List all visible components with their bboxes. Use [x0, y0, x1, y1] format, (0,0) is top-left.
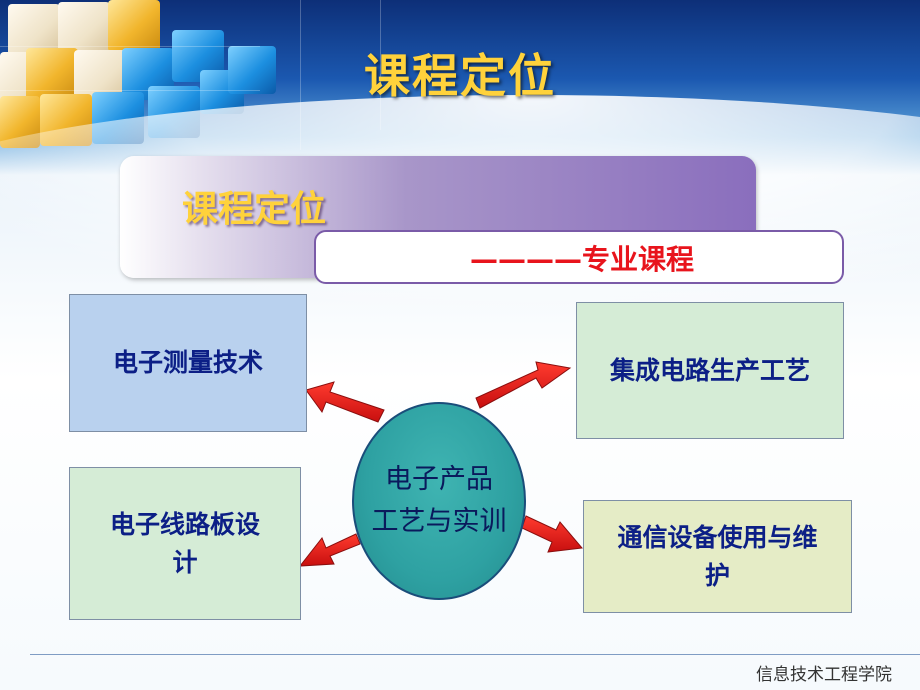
node-measurement-label: 电子测量技术: [112, 348, 263, 378]
arrow-to-ic-process: [475, 361, 572, 409]
footer-institution: 信息技术工程学院: [756, 665, 892, 685]
node-pcb-design: 电子线路板设 计: [69, 467, 301, 620]
node-ic-process: 集成电路生产工艺: [576, 302, 844, 439]
arrow-to-pcb-design: [298, 533, 361, 567]
slide-title: 课程定位: [364, 49, 556, 103]
node-ic-process-label: 集成电路生产工艺: [609, 355, 810, 385]
footer-rule: [30, 654, 920, 655]
subtitle-box: [314, 230, 844, 284]
arrow-to-comm-equipment: [521, 515, 583, 553]
node-comm-equipment: 通信设备使用与维 护: [583, 500, 852, 613]
band-subtitle: ————专业课程: [470, 243, 695, 276]
band-title: 课程定位: [182, 189, 327, 230]
center-node-label: 电子产品 工艺与实训: [371, 464, 507, 537]
node-measurement: 电子测量技术: [69, 294, 307, 432]
center-node: 电子产品 工艺与实训: [352, 402, 526, 600]
node-comm-equipment-label: 通信设备使用与维 护: [617, 523, 818, 590]
node-pcb-design-label: 电子线路板设 计: [109, 510, 260, 577]
arrow-to-measurement: [305, 381, 385, 423]
